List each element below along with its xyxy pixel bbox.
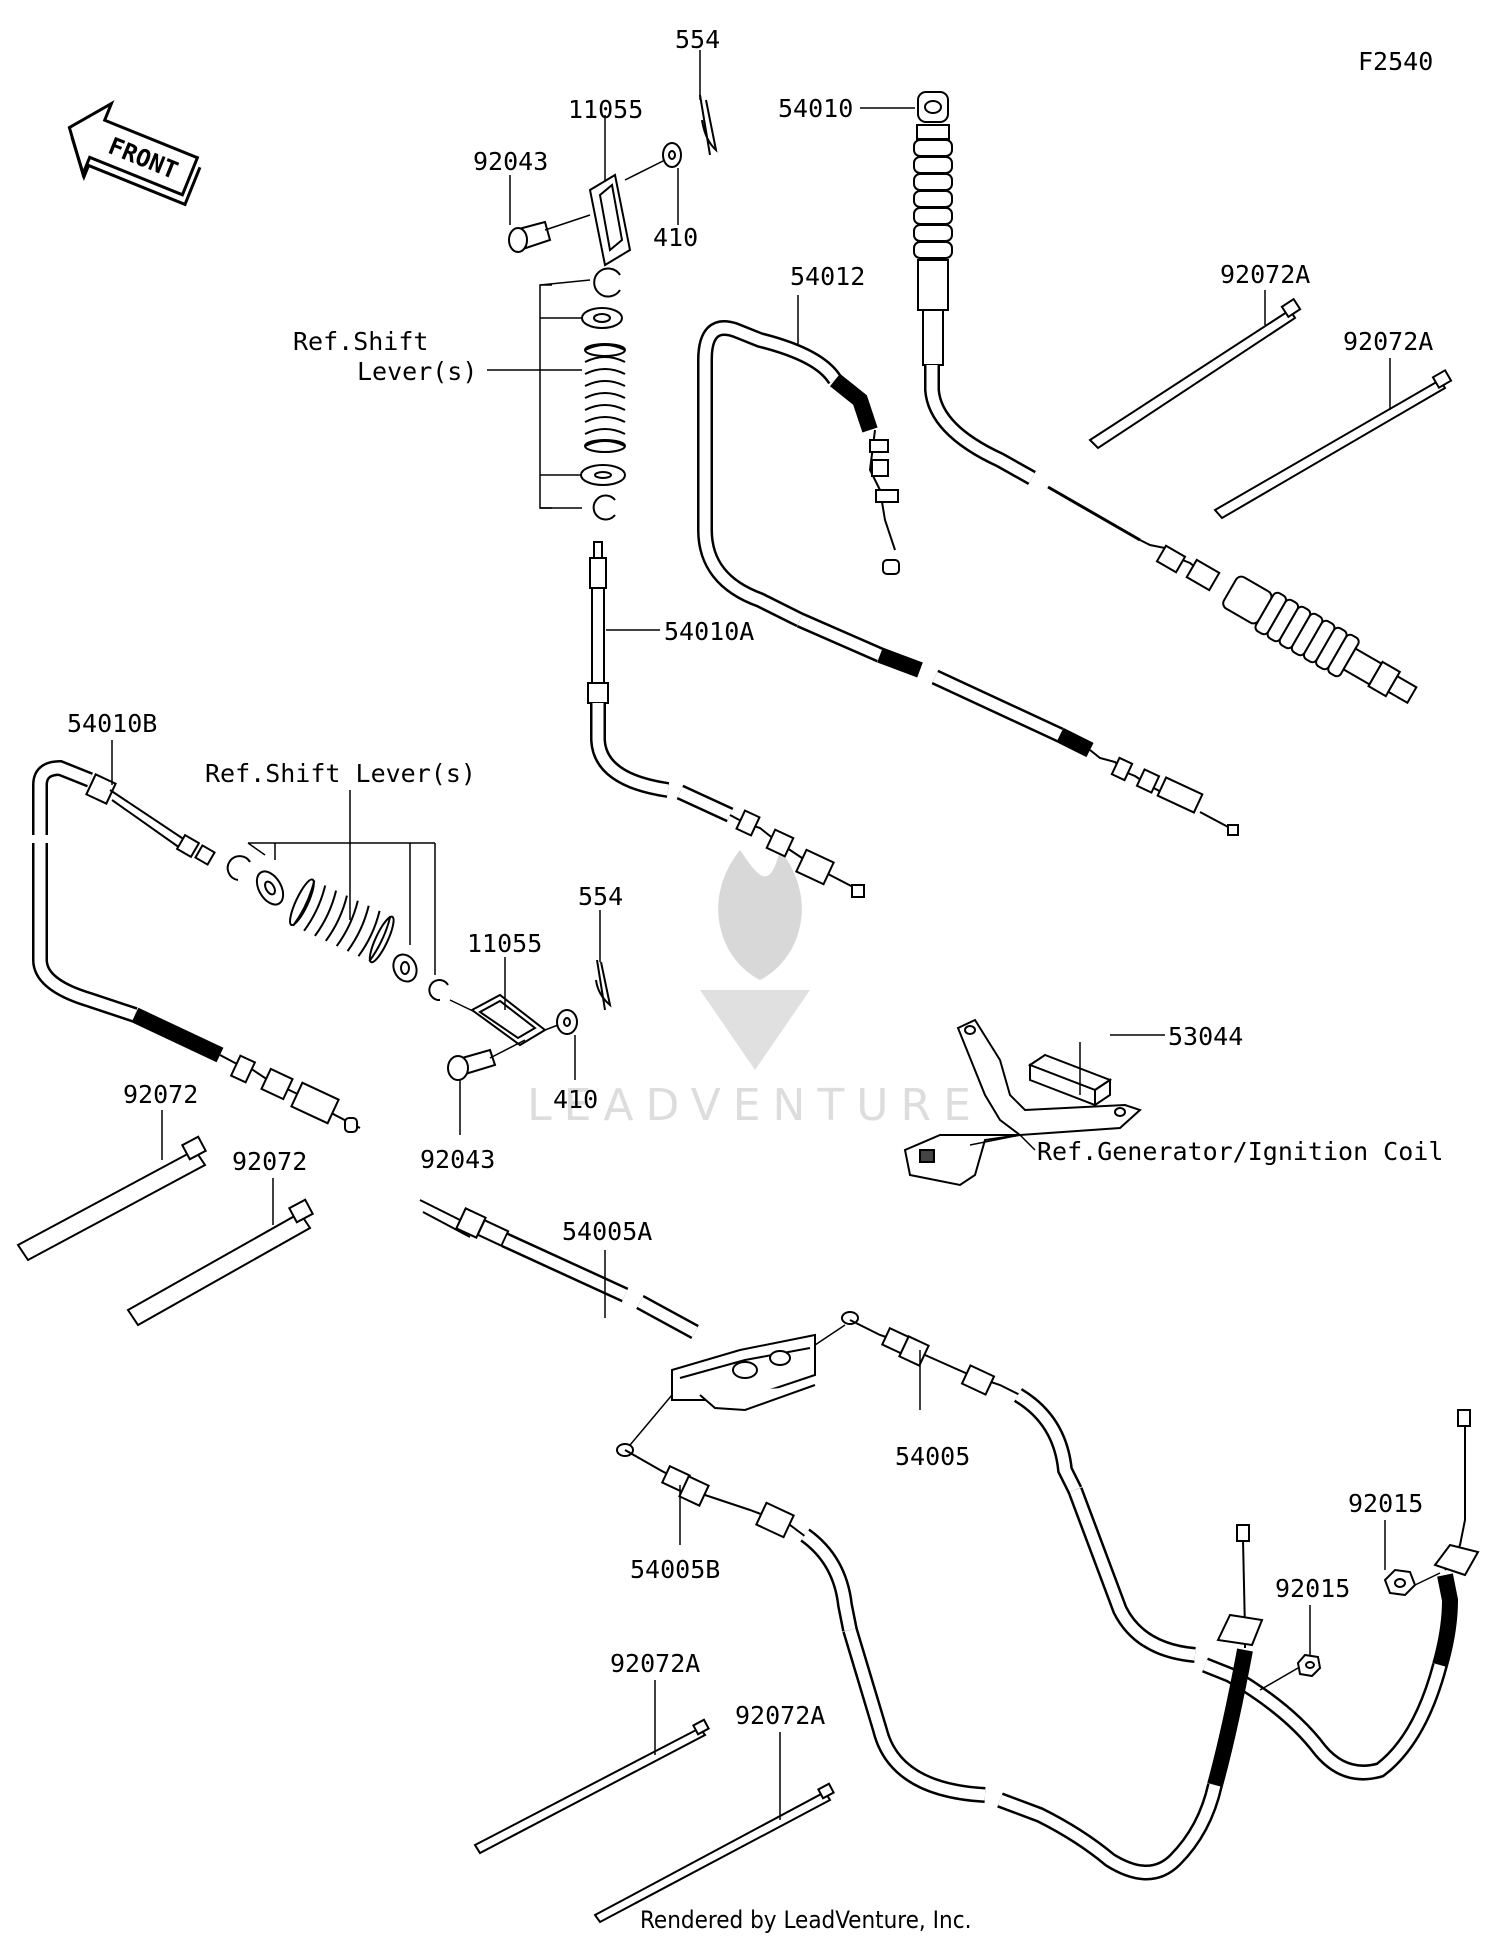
label-92072A-4: 92072A	[735, 1701, 825, 1730]
nut-92015-1	[1383, 1520, 1441, 1597]
zip-tie-92072-1	[16, 1135, 208, 1262]
e-clip-left-1	[226, 855, 251, 881]
washer-410-top	[662, 142, 682, 168]
front-arrow-icon: FRONT	[67, 100, 202, 207]
clevis-11055-top	[588, 173, 632, 267]
label-54010A: 54010A	[664, 617, 754, 646]
cotter-pin-554-mid	[595, 959, 612, 1011]
label-53044: 53044	[1168, 1022, 1243, 1051]
label-92072A-3: 92072A	[610, 1649, 700, 1678]
figure-code: F2540	[1358, 47, 1433, 76]
watermark: LEADVENTURE	[527, 850, 983, 1131]
label-410-mid: 410	[553, 1085, 598, 1114]
label-54005B: 54005B	[630, 1555, 720, 1584]
bracket-generator	[903, 1018, 1165, 1187]
cable-54010B	[32, 759, 361, 1133]
label-410-top: 410	[653, 223, 698, 252]
footer-credit: Rendered by LeadVenture, Inc.	[640, 1906, 971, 1934]
zip-tie-92072A-2	[1213, 368, 1453, 520]
shift-parts-top	[487, 50, 718, 521]
shift-parts-left	[226, 790, 612, 1135]
washer-left-1	[255, 870, 285, 906]
e-clip-top-2	[592, 494, 616, 521]
label-92072-2: 92072	[232, 1147, 307, 1176]
cable-54012	[697, 320, 1239, 836]
flame-logo-icon	[718, 850, 802, 980]
label-92072A-1: 92072A	[1220, 260, 1310, 289]
zip-tie-92072A-4	[593, 1782, 835, 1924]
label-92072A-2: 92072A	[1343, 327, 1433, 356]
label-54010B: 54010B	[67, 709, 157, 738]
zip-tie-92072-2	[126, 1198, 315, 1327]
zip-tie-92072A-3	[473, 1718, 710, 1855]
label-54005: 54005	[895, 1442, 970, 1471]
nut-92015-2	[1259, 1605, 1322, 1691]
label-54005A: 54005A	[562, 1217, 652, 1246]
cotter-pin-554-top	[699, 94, 718, 156]
washer-410-mid	[556, 1009, 578, 1035]
label-554-mid: 554	[578, 882, 623, 911]
label-554-top: 554	[675, 25, 720, 54]
label-92043-mid: 92043	[420, 1145, 495, 1174]
label-11055-mid: 11055	[467, 929, 542, 958]
label-92015-2: 92015	[1275, 1574, 1350, 1603]
label-ref-shift-top-2: Lever(s)	[357, 357, 477, 386]
label-54010: 54010	[778, 94, 853, 123]
cable-54005	[814, 1311, 1480, 1781]
label-11055-top: 11055	[568, 95, 643, 124]
label-92043-top: 92043	[473, 147, 548, 176]
cable-54010A	[587, 541, 865, 898]
label-ref-shift-left: Ref.Shift Lever(s)	[205, 759, 476, 788]
label-54012: 54012	[790, 262, 865, 291]
label-ref-generator: Ref.Generator/Ignition Coil	[1037, 1137, 1443, 1166]
spring-left	[289, 878, 395, 964]
washer-left-2	[392, 953, 418, 983]
cable-54010	[860, 91, 1418, 705]
label-ref-shift-top-1: Ref.Shift	[293, 327, 428, 356]
label-92015-1: 92015	[1348, 1489, 1423, 1518]
e-clip-left-2	[428, 979, 449, 1002]
clevis-11055-mid	[470, 993, 547, 1047]
spring-top	[584, 343, 626, 453]
e-clip-top-1	[593, 267, 621, 298]
cable-54005B	[616, 1394, 1264, 1881]
watermark-text: LEADVENTURE	[527, 1080, 983, 1131]
washer-top	[581, 307, 623, 329]
v-logo-icon	[700, 990, 810, 1070]
zip-tie-92072A-1	[1088, 297, 1302, 450]
washer-top-lower	[580, 464, 626, 486]
label-92072-1: 92072	[123, 1080, 198, 1109]
